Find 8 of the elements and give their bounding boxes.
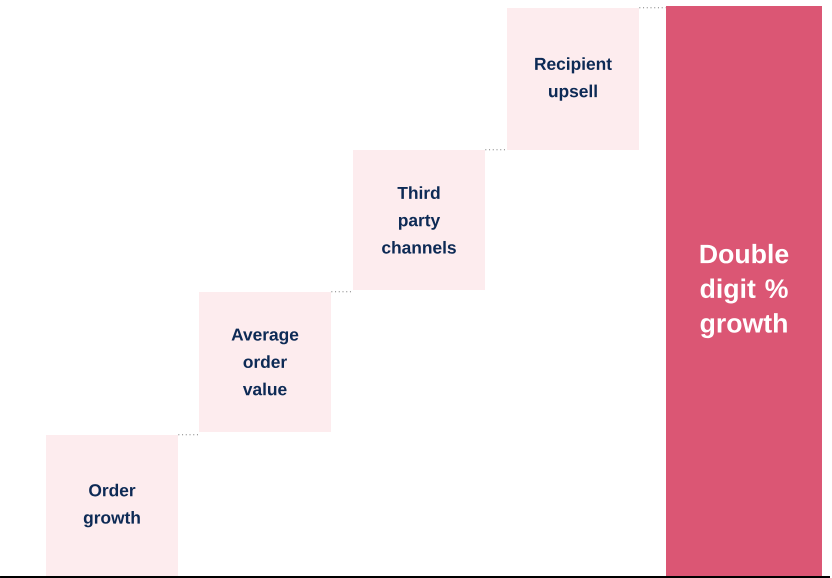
dotted-connector <box>331 291 353 292</box>
total-bar: Double digit % growth <box>666 6 822 576</box>
step-box: Average order value <box>199 292 331 432</box>
step-box: Third party channels <box>353 150 485 290</box>
step-box: Order growth <box>46 435 178 576</box>
dotted-connector <box>178 434 199 436</box>
dotted-connector <box>485 149 507 150</box>
step-box: Recipient upsell <box>507 8 639 150</box>
